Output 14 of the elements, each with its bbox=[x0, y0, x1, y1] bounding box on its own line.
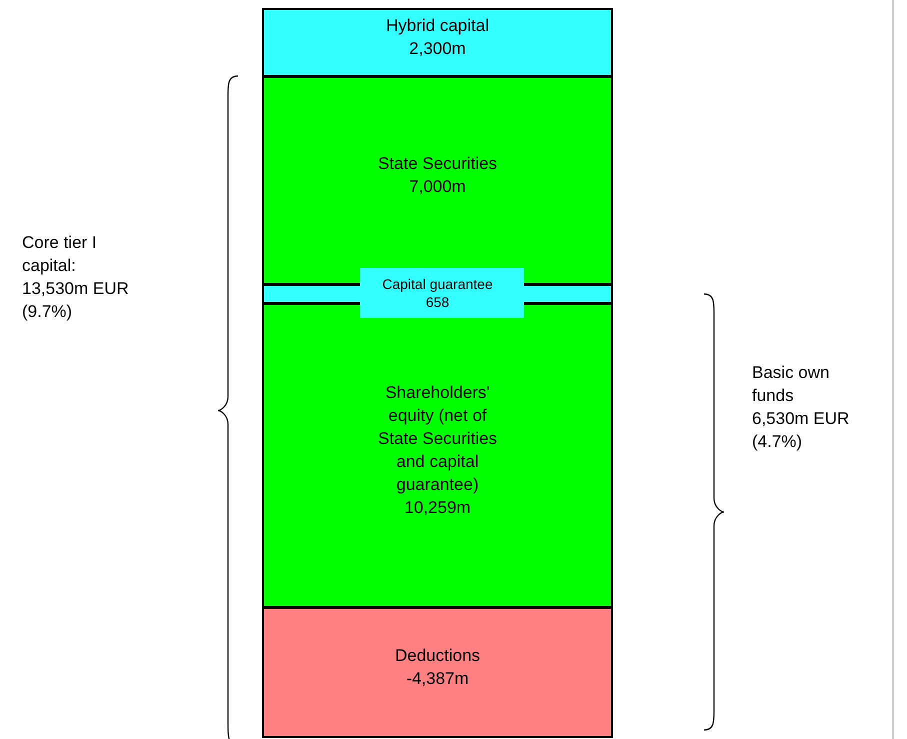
segment-value: 2,300m bbox=[409, 38, 466, 60]
segment-name: Hybrid capital bbox=[386, 14, 489, 36]
segment-value: 10,259m bbox=[404, 496, 471, 518]
segment-name: Shareholders' equity (net of State Securities and capital guarantee) bbox=[376, 382, 498, 496]
segment-name: State Securities bbox=[378, 152, 498, 174]
stacked-segment bbox=[262, 607, 613, 738]
brace-annotation: Core tier I capital: 13,530m EUR (9.7%) bbox=[22, 232, 130, 323]
segment-value: 7,000m bbox=[409, 176, 466, 198]
segment-value: 658 bbox=[426, 293, 450, 311]
segment-name: Deductions bbox=[394, 644, 480, 666]
brace-annotation: Basic own funds 6,530m EUR (4.7%) bbox=[752, 362, 850, 453]
segment-name: Capital guarantee bbox=[382, 275, 493, 293]
stacked-segment bbox=[262, 8, 613, 77]
segment-value: -4,387m bbox=[406, 668, 469, 690]
